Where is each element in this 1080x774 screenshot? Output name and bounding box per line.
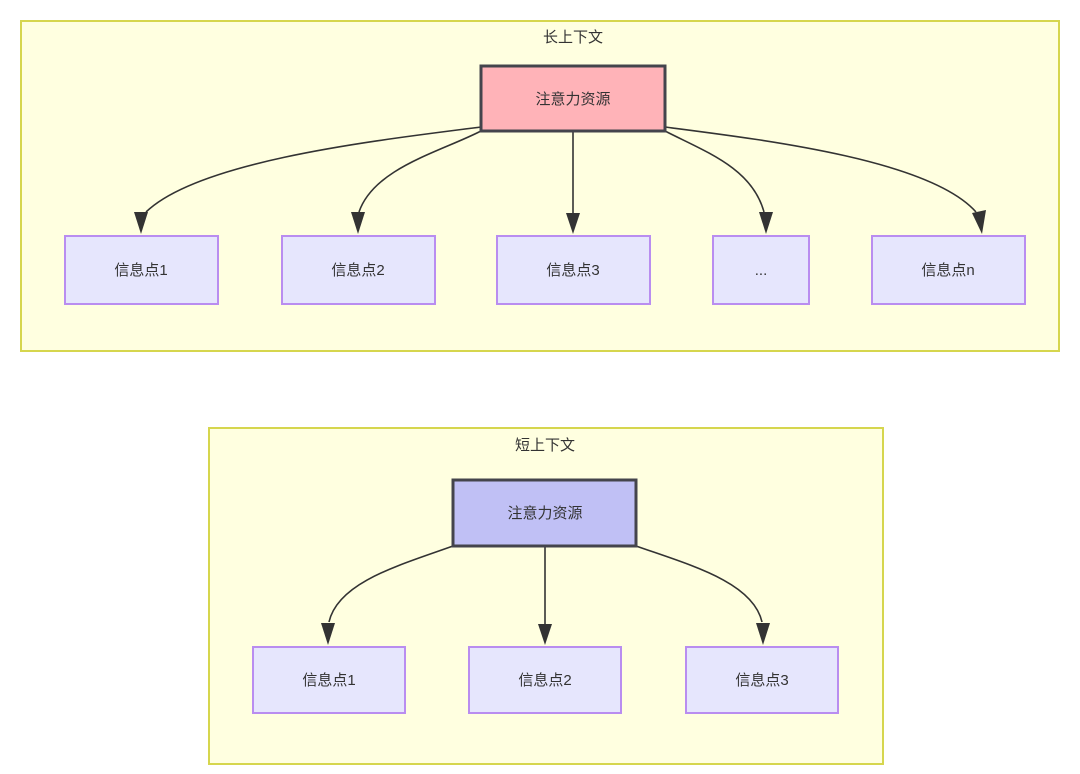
node-info-short-1-label: 信息点1 xyxy=(302,672,355,689)
edge-hub-to-info-5 xyxy=(664,126,977,213)
node-info-long-3[interactable]: 信息点3 xyxy=(496,235,651,305)
node-info-long-2-label: 信息点2 xyxy=(331,262,384,279)
node-info-long-5-label: 信息点n xyxy=(921,262,974,279)
edge-short-hub-to-info-3-arrowhead xyxy=(756,623,770,645)
node-info-long-5[interactable]: 信息点n xyxy=(871,235,1026,305)
panel-long-context-title: 长上下文 xyxy=(543,29,603,46)
node-info-short-2-label: 信息点2 xyxy=(518,672,571,689)
edge-hub-to-info-5-arrowhead xyxy=(972,210,986,234)
node-hub-short-context-rect[interactable] xyxy=(451,478,638,548)
node-info-long-1[interactable]: 信息点1 xyxy=(64,235,219,305)
panel-short-context-title: 短上下文 xyxy=(515,437,575,454)
edges-short-context xyxy=(321,545,770,645)
edge-hub-to-info-4-arrowhead xyxy=(759,212,773,234)
edge-short-hub-to-info-3 xyxy=(635,545,763,623)
edge-hub-to-info-1 xyxy=(145,126,482,213)
edge-hub-to-info-2 xyxy=(358,130,482,213)
node-hub-short-context-label: 注意力资源 xyxy=(507,504,582,522)
panel-short-context: 短上下文 注意力资源 信息点1 xyxy=(208,427,884,765)
node-hub-short-context[interactable]: 注意力资源 xyxy=(451,478,638,548)
node-info-long-3-rect[interactable] xyxy=(496,235,651,305)
node-info-short-1-rect[interactable] xyxy=(252,646,406,714)
node-info-long-3-label: 信息点3 xyxy=(546,262,599,279)
node-info-long-4-rect[interactable] xyxy=(712,235,810,305)
edge-hub-to-info-2-arrowhead xyxy=(351,212,365,234)
edge-short-hub-to-info-2-arrowhead xyxy=(538,624,552,645)
node-hub-long-context-rect[interactable] xyxy=(479,64,667,133)
node-info-short-2[interactable]: 信息点2 xyxy=(468,646,622,714)
node-info-long-2-rect[interactable] xyxy=(281,235,436,305)
node-info-long-1-rect[interactable] xyxy=(64,235,219,305)
node-info-short-3[interactable]: 信息点3 xyxy=(685,646,839,714)
node-info-short-1[interactable]: 信息点1 xyxy=(252,646,406,714)
node-info-short-2-rect[interactable] xyxy=(468,646,622,714)
edge-short-hub-to-info-1 xyxy=(328,545,454,623)
panel-long-context: 长上下文 注意 xyxy=(20,20,1060,352)
node-info-long-4-label: ... xyxy=(755,262,768,279)
node-info-long-4[interactable]: ... xyxy=(712,235,810,305)
node-hub-long-context-label: 注意力资源 xyxy=(535,90,610,108)
edges-long-context xyxy=(134,126,986,234)
node-hub-long-context[interactable]: 注意力资源 xyxy=(479,64,667,133)
node-info-short-3-label: 信息点3 xyxy=(735,672,788,689)
edge-short-hub-to-info-1-arrowhead xyxy=(321,623,335,645)
edge-hub-to-info-3-arrowhead xyxy=(566,213,580,234)
node-info-long-5-rect[interactable] xyxy=(871,235,1026,305)
node-info-short-3-rect[interactable] xyxy=(685,646,839,714)
edge-hub-to-info-1-arrowhead xyxy=(134,212,148,234)
node-info-long-1-label: 信息点1 xyxy=(114,262,167,279)
node-info-long-2[interactable]: 信息点2 xyxy=(281,235,436,305)
edge-hub-to-info-4 xyxy=(664,130,765,213)
